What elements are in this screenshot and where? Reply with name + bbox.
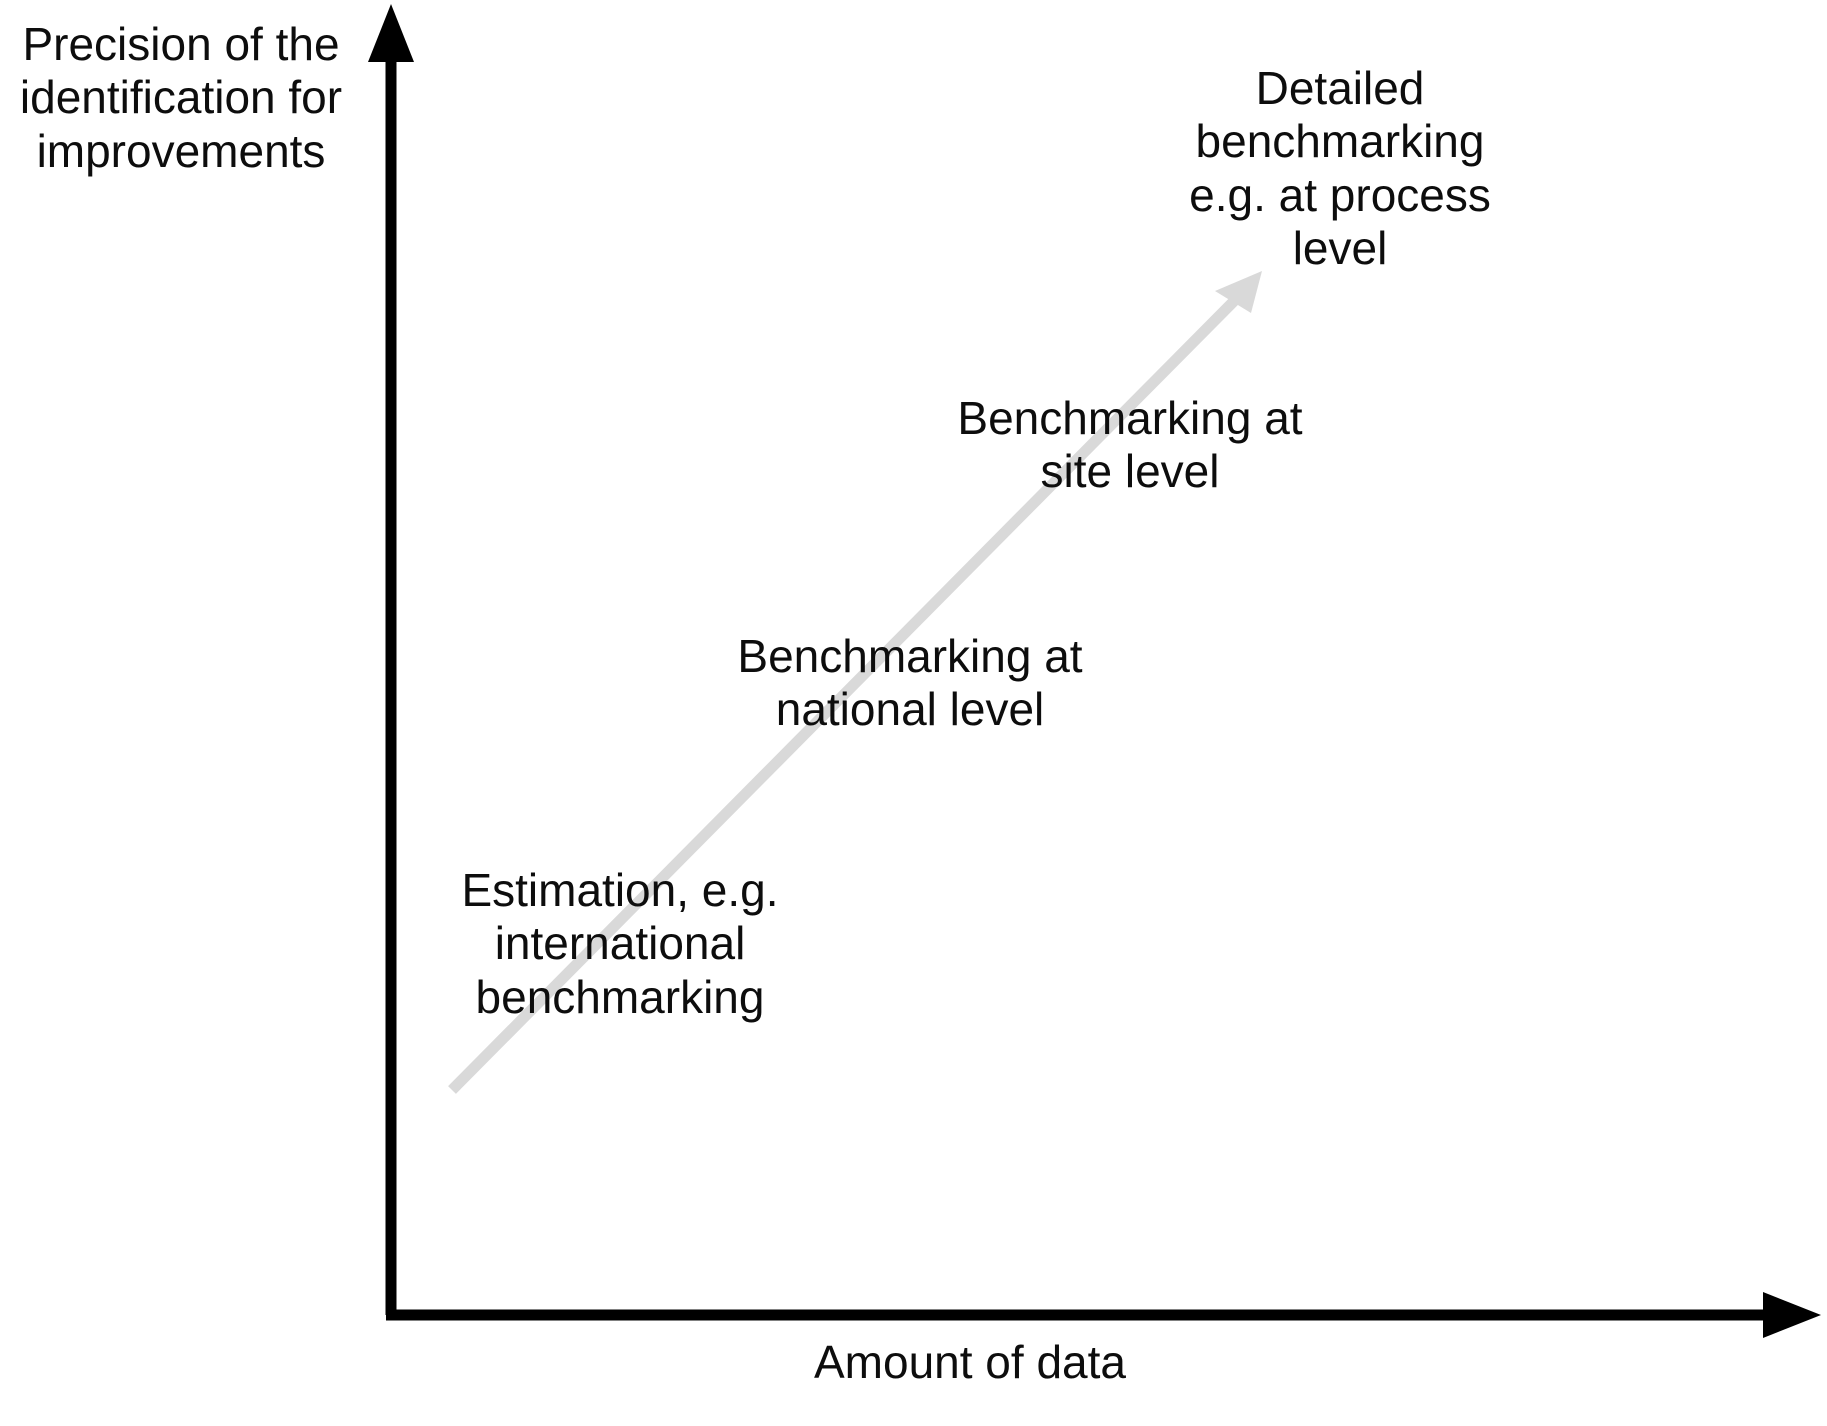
trend-arrow-head [1215, 271, 1262, 313]
y-axis-label: Precision of the identification for impr… [19, 18, 343, 177]
annotation-site-benchmarking: Benchmarking at site level [957, 392, 1303, 498]
trend-arrow-shaft [448, 291, 1244, 1094]
x-axis-arrowhead [1763, 1292, 1821, 1338]
x-axis-label: Amount of data [814, 1336, 1126, 1388]
annotation-national-benchmarking: Benchmarking at national level [737, 630, 1083, 736]
annotation-estimation: Estimation, e.g. international benchmark… [461, 864, 779, 1023]
annotation-detailed-benchmarking: Detailed benchmarking e.g. at process le… [1189, 62, 1491, 275]
y-axis-arrowhead [368, 4, 414, 62]
